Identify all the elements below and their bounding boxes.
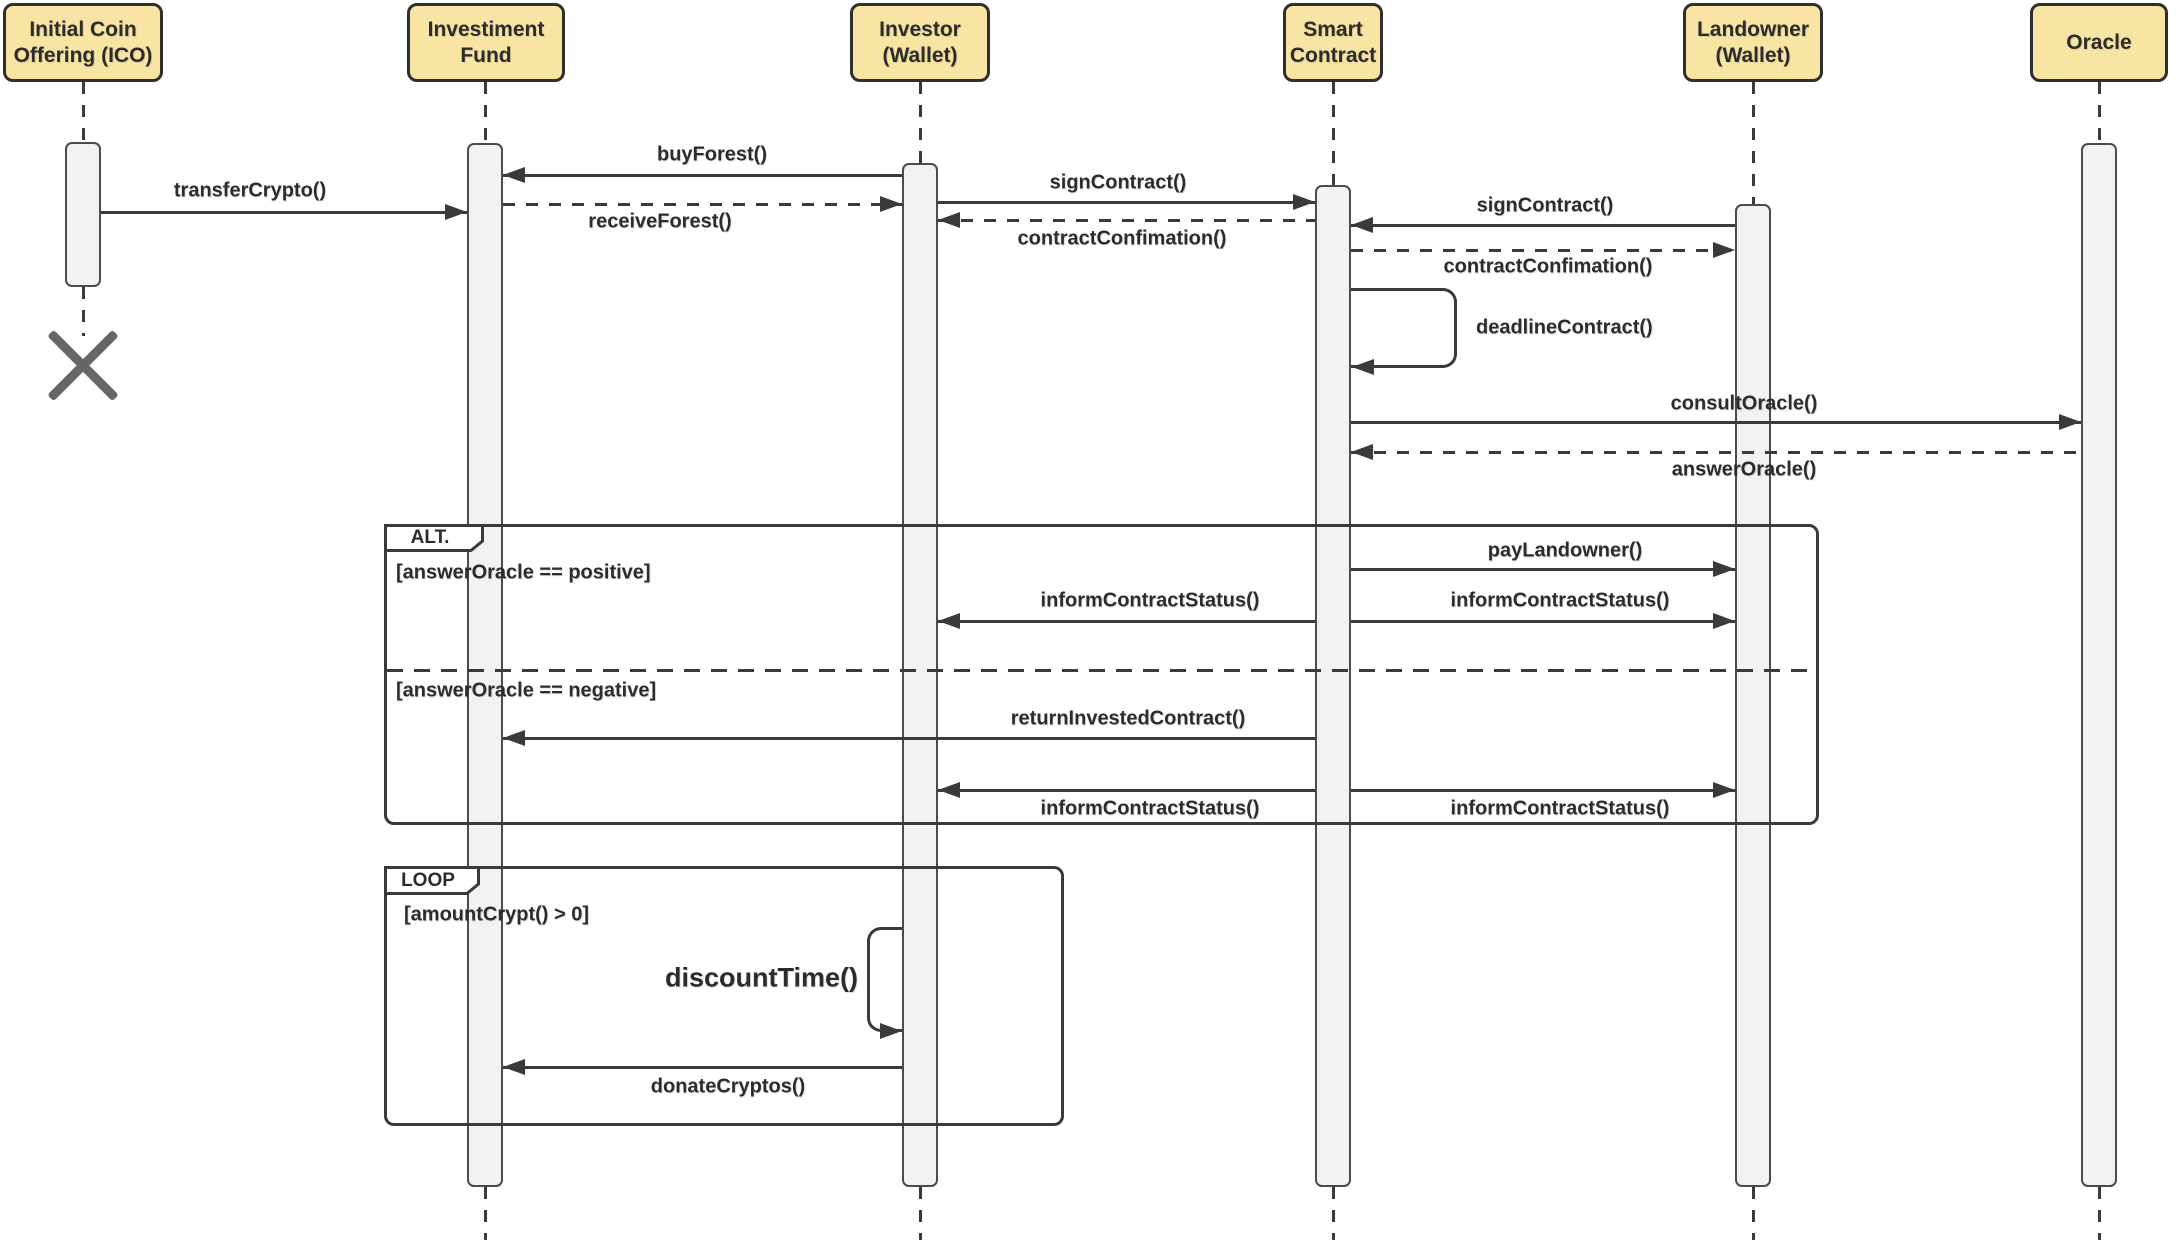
message-label-receiveForest: receiveForest() [588,210,732,233]
actor-label-investor: Investor (Wallet) [879,17,961,67]
fragment-alt-tab[interactable] [384,524,484,552]
arrowhead-informContractStatus_L1 [938,613,960,629]
lifeline-investor [918,82,922,163]
message-informContractStatus_R2[interactable] [1351,788,1735,792]
lifeline-tail-contract [1331,1187,1335,1240]
actor-box-investor[interactable]: Investor (Wallet) [850,3,990,82]
arrowhead-receiveForest [880,196,902,212]
message-label-informContractStatus_R2: informContractStatus() [1450,797,1670,820]
message-payLandowner[interactable] [1351,567,1735,571]
message-label-signContract1: signContract() [1049,171,1187,194]
guard-label-alt-1: [answerOracle == negative] [396,679,657,702]
message-label-donateCryptos: donateCryptos() [650,1075,806,1098]
actor-box-ico[interactable]: Initial Coin Offering (ICO) [3,3,163,82]
message-label-discountTime: discountTime() [664,962,858,993]
message-consultOracle[interactable] [1351,420,2081,424]
actor-label-ico: Initial Coin Offering (ICO) [13,17,153,67]
fragment-loop-label: LOOP [401,869,455,891]
actor-label-oracle: Oracle [2066,30,2132,54]
actor-box-oracle[interactable]: Oracle [2030,3,2168,82]
arrowhead-answerOracle [1351,444,1373,460]
arrowhead-donateCryptos [503,1059,525,1075]
arrowhead-buyForest [503,167,525,183]
lifeline-fund [483,82,487,143]
arrowhead-signContract1 [1293,194,1315,210]
message-label-transferCrypto: transferCrypto() [173,179,327,202]
message-label-contractConfimation1: contractConfimation() [1017,227,1227,250]
arrowhead-contractConfimation1 [938,212,960,228]
message-label-contractConfimation2: contractConfimation() [1443,255,1653,278]
lifeline-contract [1331,82,1335,185]
message-label-answerOracle: answerOracle() [1671,458,1817,481]
fragment-alt-frame[interactable] [384,524,1819,825]
message-label-consultOracle: consultOracle() [1670,392,1818,415]
lifeline-tail-landowner [1751,1187,1755,1240]
self-message-deadlineContract[interactable] [1351,288,1457,368]
lifeline-tail-ico [81,287,85,336]
arrowhead-transferCrypto [445,204,467,220]
message-informContractStatus_L2[interactable] [938,788,1315,792]
actor-label-fund: Investiment Fund [427,17,545,67]
message-label-informContractStatus_L1: informContractStatus() [1040,589,1260,612]
message-label-informContractStatus_R1: informContractStatus() [1450,589,1670,612]
lifeline-landowner [1751,82,1755,204]
message-label-signContract2: signContract() [1476,194,1614,217]
lifeline-oracle [2097,82,2101,143]
message-informContractStatus_L1[interactable] [938,619,1315,623]
message-label-informContractStatus_L2: informContractStatus() [1040,797,1260,820]
lifeline-tail-oracle [2097,1187,2101,1240]
activation-investor[interactable] [902,163,938,1187]
arrowhead-payLandowner [1713,561,1735,577]
message-donateCryptos[interactable] [503,1065,902,1069]
message-contractConfimation2[interactable] [1351,248,1735,252]
actor-label-landowner: Landowner (Wallet) [1696,17,1809,67]
message-transferCrypto[interactable] [101,210,467,214]
activation-oracle[interactable] [2081,143,2117,1187]
arrowhead-deadlineContract [1352,358,1374,375]
arrowhead-consultOracle [2059,414,2081,430]
arrowhead-informContractStatus_R2 [1713,782,1735,798]
message-answerOracle[interactable] [1351,450,2081,454]
fragment-alt-label: ALT. [410,527,450,548]
message-label-buyForest: buyForest() [657,143,767,166]
message-signContract1[interactable] [938,200,1315,204]
message-contractConfimation1[interactable] [938,218,1315,222]
actor-label-contract: Smart Contract [1289,17,1377,67]
fragment-alt-divider [387,668,1816,672]
guard-label-alt-0: [answerOracle == positive] [396,561,651,584]
message-receiveForest[interactable] [503,202,902,206]
arrowhead-informContractStatus_R1 [1713,613,1735,629]
fragment-loop-tab[interactable] [384,866,480,895]
message-informContractStatus_R1[interactable] [1351,619,1735,623]
guard-label-loop-0: [amountCrypt() > 0] [404,903,589,926]
activation-ico[interactable] [65,142,101,287]
activation-fund[interactable] [467,143,503,1187]
actor-box-contract[interactable]: Smart Contract [1283,3,1383,82]
message-buyForest[interactable] [503,173,902,177]
arrowhead-returnInvestedContract [503,730,525,746]
message-label-payLandowner: payLandowner() [1487,539,1643,562]
actor-box-landowner[interactable]: Landowner (Wallet) [1683,3,1823,82]
arrowhead-signContract2 [1351,217,1373,233]
lifeline-ico [81,82,85,142]
lifeline-tail-fund [483,1187,487,1240]
self-message-discountTime[interactable] [867,927,902,1032]
activation-contract[interactable] [1315,185,1351,1187]
lifeline-tail-investor [918,1187,922,1240]
arrowhead-contractConfimation2 [1713,242,1735,258]
message-label-returnInvestedContract: returnInvestedContract() [1010,707,1246,730]
arrowhead-informContractStatus_L2 [938,782,960,798]
message-signContract2[interactable] [1351,223,1735,227]
message-label-deadlineContract: deadlineContract() [1476,316,1653,339]
fragment-loop-frame[interactable] [384,866,1064,1126]
actor-box-fund[interactable]: Investiment Fund [407,3,565,82]
arrowhead-discountTime [880,1022,902,1039]
message-returnInvestedContract[interactable] [503,736,1315,740]
activation-landowner[interactable] [1735,204,1771,1187]
